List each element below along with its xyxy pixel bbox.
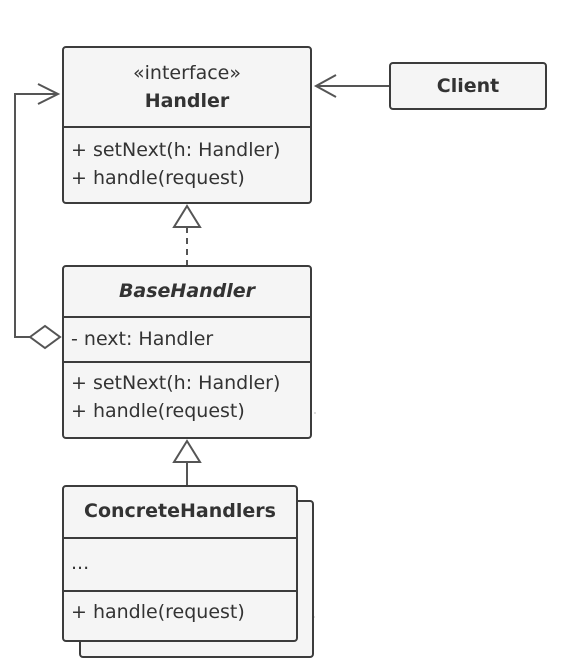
base-handler-field: - next: Handler — [71, 328, 214, 350]
concrete-handlers-class-name: ConcreteHandlers — [84, 500, 276, 522]
base-handler-realization-arrow — [172, 204, 202, 265]
handler-interface-box: «interface» Handler + setNext(h: Handler… — [62, 46, 312, 204]
handler-header: «interface» Handler — [64, 48, 310, 126]
concrete-handlers-fields: ... — [64, 537, 296, 590]
next-aggregation-link — [14, 83, 62, 350]
concrete-handlers-class-box: ConcreteHandlers ... + handle(request) — [62, 485, 298, 642]
base-handler-method: + setNext(h: Handler) — [71, 372, 281, 394]
base-handler-methods: + setNext(h: Handler) + handle(request) — [64, 361, 310, 425]
concrete-handlers-methods: + handle(request) — [64, 590, 296, 626]
base-handler-class-name: BaseHandler — [118, 280, 256, 302]
concrete-handlers-method: + handle(request) — [71, 601, 245, 623]
handler-method: + setNext(h: Handler) — [71, 139, 281, 161]
client-class-name: Client — [436, 75, 500, 97]
client-class-box: Client — [389, 62, 547, 110]
base-handler-class-box: BaseHandler - next: Handler + setNext(h:… — [62, 265, 312, 439]
concrete-handlers-field: ... — [71, 552, 90, 574]
handler-stereotype: «interface» — [133, 62, 241, 84]
client-to-handler-association — [313, 74, 389, 98]
handler-class-name: Handler — [144, 90, 230, 112]
handler-method: + handle(request) — [71, 167, 245, 189]
concrete-handlers-inheritance-arrow — [172, 439, 202, 485]
concrete-handlers-header: ConcreteHandlers — [64, 487, 296, 537]
base-handler-header: BaseHandler — [64, 267, 310, 316]
base-handler-fields: - next: Handler — [64, 316, 310, 361]
handler-methods: + setNext(h: Handler) + handle(request) — [64, 126, 310, 192]
base-handler-method: + handle(request) — [71, 400, 245, 422]
